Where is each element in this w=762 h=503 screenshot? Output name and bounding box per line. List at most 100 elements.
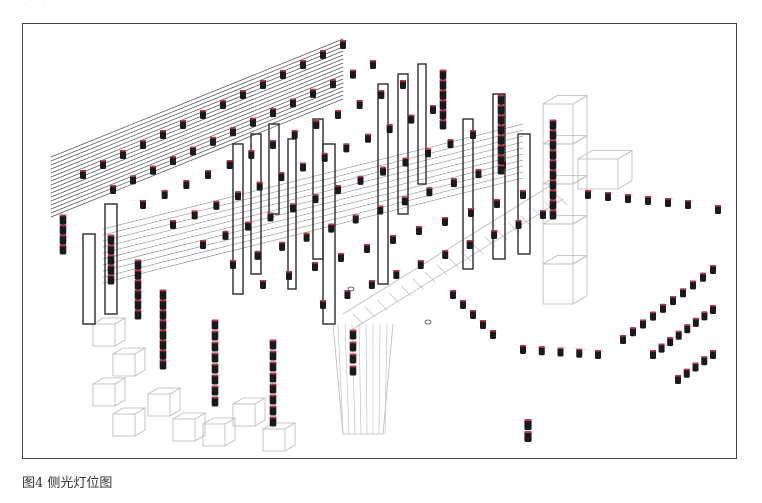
truss-frame <box>462 118 474 270</box>
light-fixture <box>240 90 246 99</box>
light-fixture <box>140 200 146 209</box>
light-fixture <box>59 214 67 225</box>
light-fixture <box>576 348 583 358</box>
light-fixture <box>210 136 216 146</box>
light-fixture <box>134 259 142 270</box>
light-fixture <box>380 166 386 176</box>
light-fixture <box>692 317 699 327</box>
light-fixture <box>350 69 356 79</box>
pipe-batten <box>50 58 344 178</box>
light-fixture <box>335 110 341 119</box>
light-fixture <box>549 119 557 130</box>
truss-frame <box>82 233 96 325</box>
light-fixture <box>335 185 341 194</box>
pipe-batten <box>50 42 344 162</box>
light-fixture <box>159 329 167 340</box>
light-fixture <box>515 220 522 229</box>
pipe-batten <box>50 98 344 218</box>
light-fixture <box>245 221 251 231</box>
light-fixture <box>557 347 564 357</box>
light-fixture <box>230 127 236 137</box>
light-fixture <box>134 299 142 310</box>
light-fixture <box>213 200 220 210</box>
light-fixture <box>290 203 296 213</box>
light-fixture <box>80 170 86 179</box>
light-fixture <box>107 264 115 275</box>
scaffold-cube-top <box>542 215 589 225</box>
light-fixture <box>645 196 651 205</box>
truss-frame <box>417 63 427 185</box>
light-fixture <box>390 235 396 244</box>
light-fixture <box>59 234 67 245</box>
light-fixture <box>330 79 336 89</box>
light-fixture <box>120 150 126 159</box>
pipe-batten <box>50 82 344 202</box>
light-fixture <box>59 224 67 235</box>
light-fixture <box>269 383 277 394</box>
light-fixture <box>408 114 415 124</box>
light-fixture <box>625 194 631 203</box>
truss-frame <box>250 133 262 275</box>
light-fixture <box>140 140 146 149</box>
light-fixture <box>365 133 371 143</box>
pipe-batten <box>50 74 344 194</box>
light-fixture <box>595 350 601 359</box>
truss-frame <box>397 73 409 215</box>
pipe-batten <box>50 66 344 186</box>
light-fixture <box>211 341 219 352</box>
scaffold-cube-side <box>114 378 126 407</box>
light-fixture <box>134 279 142 290</box>
light-fixture <box>670 296 676 306</box>
light-fixture <box>211 319 219 330</box>
light-fixture <box>494 199 500 208</box>
scaffold-cube-top <box>232 397 267 405</box>
light-fixture <box>549 199 557 210</box>
light-fixture <box>684 324 691 334</box>
light-fixture <box>400 80 406 89</box>
light-fixture <box>343 143 350 153</box>
light-fixture <box>549 139 557 150</box>
light-fixture <box>491 230 498 239</box>
light-fixture <box>303 232 310 242</box>
scaffold-cube <box>172 418 196 442</box>
scaffold-cube-side <box>254 398 266 427</box>
light-fixture <box>442 250 449 259</box>
light-fixture <box>466 240 473 249</box>
light-fixture <box>450 290 456 299</box>
scaffold-cube-top <box>92 317 127 325</box>
light-fixture <box>430 105 436 114</box>
header-marks: · · · <box>24 2 49 9</box>
light-fixture <box>497 144 505 155</box>
light-fixture <box>377 205 384 215</box>
scaffold-cube-top <box>542 175 589 185</box>
light-fixture <box>585 190 591 199</box>
light-fixture <box>439 89 447 100</box>
light-fixture <box>254 250 261 260</box>
light-fixture <box>107 274 115 285</box>
light-fixture <box>685 200 691 209</box>
pipe-batten <box>50 50 344 170</box>
pipe-batten <box>50 90 344 210</box>
light-fixture <box>280 70 286 79</box>
light-fixture <box>710 305 716 314</box>
light-fixture <box>439 109 447 120</box>
light-fixture <box>352 214 359 224</box>
scaffold-cube <box>232 403 256 427</box>
light-fixture <box>700 272 706 282</box>
light-fixture <box>439 69 447 80</box>
light-fixture <box>524 419 532 430</box>
light-fixture <box>701 311 708 321</box>
scaffold-cube-top <box>147 387 182 395</box>
pipe-batten <box>50 62 344 182</box>
light-fixture <box>710 265 716 274</box>
light-fixture <box>190 146 196 156</box>
light-fixture <box>170 156 176 166</box>
light-fixture <box>211 374 219 385</box>
light-fixture <box>312 194 319 204</box>
light-fixture <box>520 190 526 199</box>
light-fixture <box>279 241 286 251</box>
light-fixture <box>159 319 167 330</box>
light-fixture <box>159 309 167 320</box>
light-fixture <box>715 205 721 214</box>
lighting-position-diagram <box>50 38 721 452</box>
